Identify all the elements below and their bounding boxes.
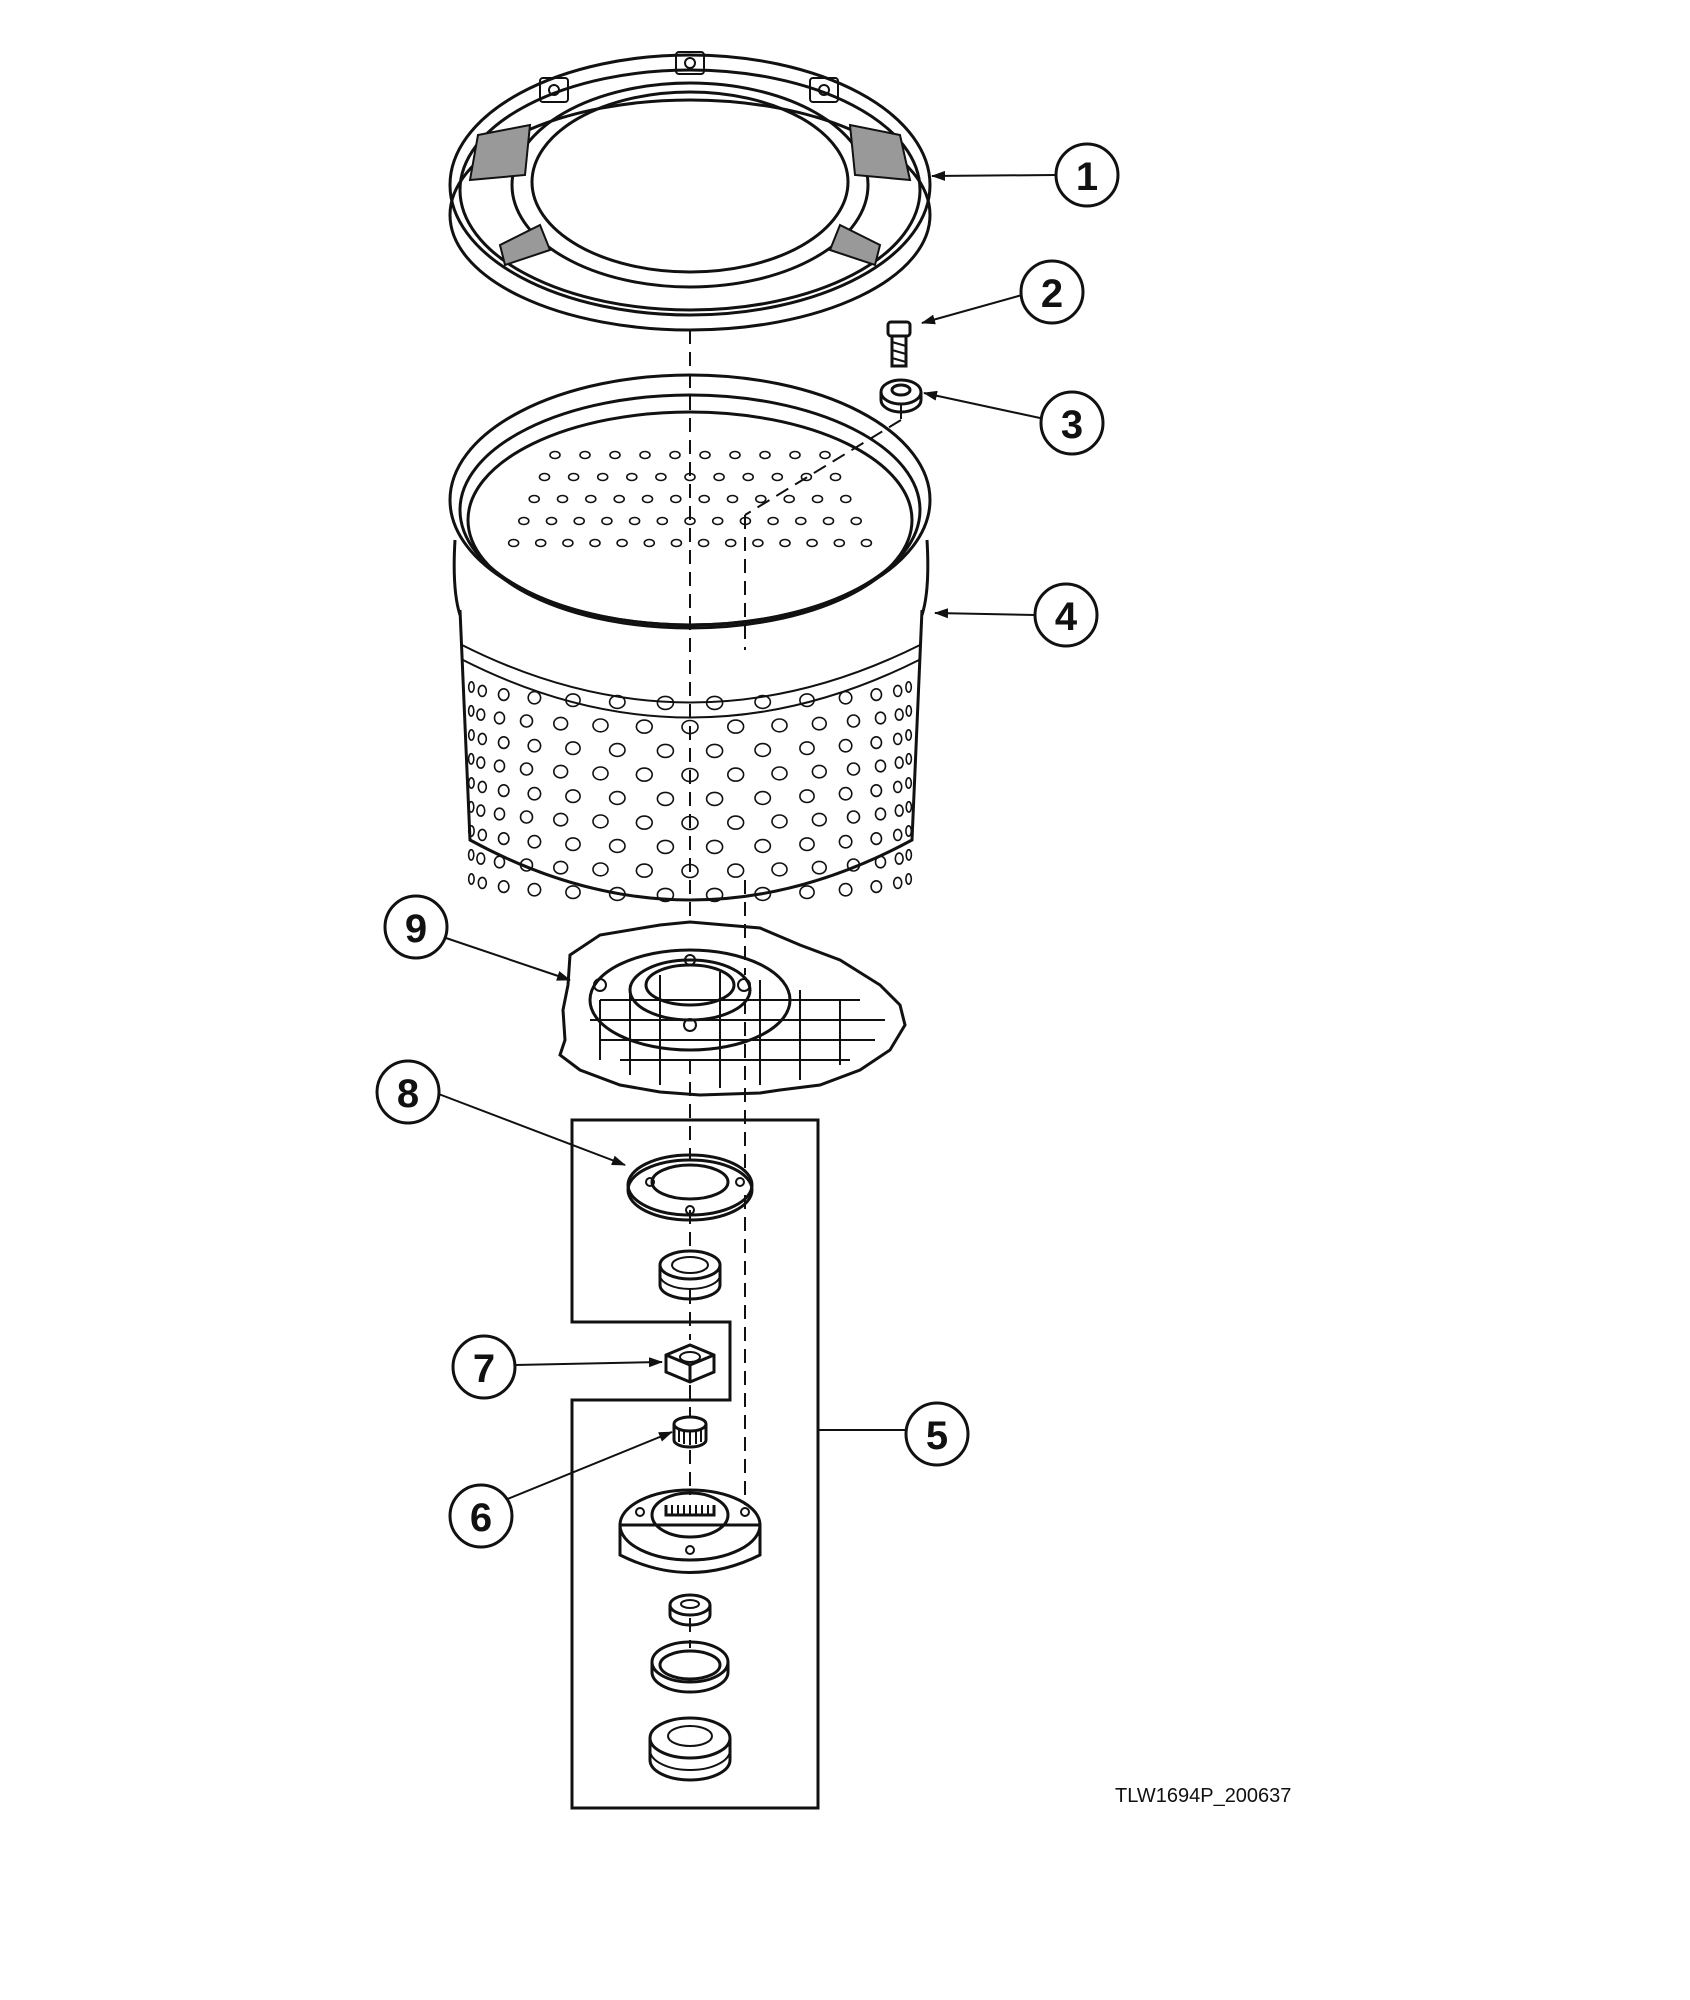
callout-5: 5 bbox=[904, 1401, 970, 1467]
callout-2-label: 2 bbox=[1041, 272, 1063, 316]
assembly-box-outline bbox=[570, 1118, 820, 1810]
callout-6: 6 bbox=[448, 1483, 514, 1549]
callout-2: 2 bbox=[1019, 259, 1085, 325]
callout-7-label: 7 bbox=[473, 1347, 495, 1391]
callout-3: 3 bbox=[1039, 390, 1105, 456]
screw-part bbox=[886, 320, 912, 368]
callout-1: 1 bbox=[1054, 142, 1120, 208]
hex-nut-part bbox=[664, 1343, 716, 1384]
callout-5-label: 5 bbox=[926, 1414, 948, 1458]
callout-6-label: 6 bbox=[470, 1496, 492, 1540]
bottom-seal-part bbox=[648, 1716, 732, 1782]
callout-7: 7 bbox=[451, 1334, 517, 1400]
callout-8-label: 8 bbox=[397, 1072, 419, 1116]
callout-8: 8 bbox=[375, 1059, 441, 1125]
hub-plate-part bbox=[558, 920, 907, 1097]
callout-4-label: 4 bbox=[1055, 595, 1078, 639]
callout-1-label: 1 bbox=[1076, 155, 1098, 199]
callout-9: 9 bbox=[383, 894, 449, 960]
balance-ring-part bbox=[448, 51, 932, 332]
flange-part bbox=[626, 1153, 754, 1222]
assembly-guide-lines bbox=[689, 330, 902, 1648]
callout-9-label: 9 bbox=[405, 907, 427, 951]
needle-bearing-part bbox=[672, 1415, 708, 1449]
bearing-housing-part bbox=[618, 1488, 762, 1574]
callout-4: 4 bbox=[1033, 582, 1099, 648]
drawing-code: TLW1694P_200637 bbox=[1115, 1785, 1291, 1807]
perforation-holes bbox=[467, 450, 913, 903]
o-ring-part bbox=[650, 1640, 730, 1694]
callout-3-label: 3 bbox=[1061, 403, 1083, 447]
callout-leaders bbox=[435, 170, 1056, 1501]
